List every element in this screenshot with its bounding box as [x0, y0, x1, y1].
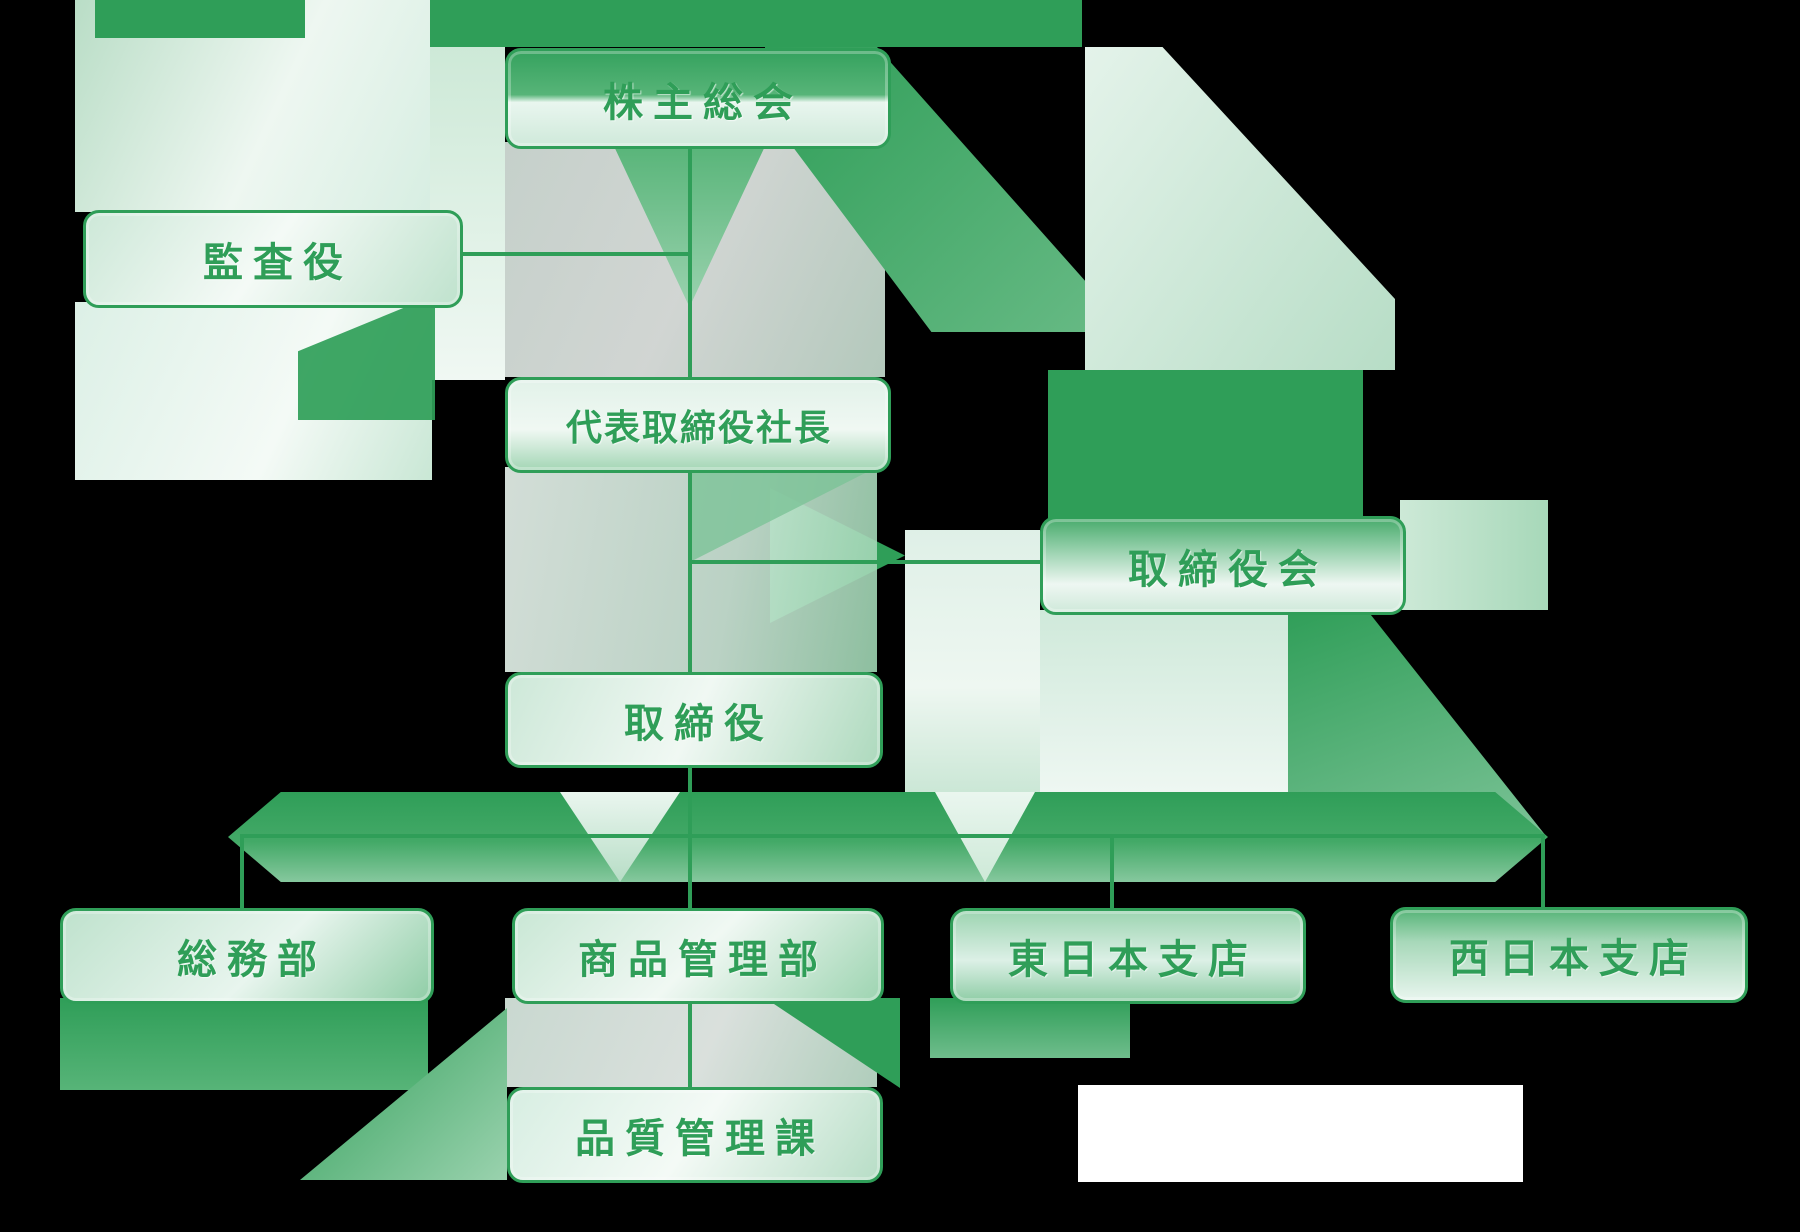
gradient-artifact: [430, 0, 1082, 47]
node-label-west-japan-branch: 西日本支店: [1449, 936, 1699, 982]
gradient-artifact: [905, 530, 1040, 792]
gradient-artifact: [1400, 500, 1548, 610]
gradient-artifact: [765, 998, 900, 1088]
gradient-artifact: [95, 0, 305, 38]
gradient-artifact: [298, 295, 435, 420]
node-label-product-management-department: 商品管理部: [578, 937, 828, 983]
node-representative-director-president: 代表取締役社長: [505, 377, 891, 473]
connector-trunk-to-auditor: [457, 252, 690, 256]
gradient-artifact: [1048, 370, 1363, 518]
connector-distribution-bar: [240, 834, 1545, 838]
node-board-of-directors: 取締役会: [1040, 516, 1406, 615]
node-west-japan-branch: 西日本支店: [1390, 907, 1748, 1003]
connector-directors-to-distribution: [688, 762, 692, 838]
connector-drop-general-affairs: [240, 838, 244, 908]
connector-president-to-directors: [688, 467, 692, 672]
connector-drop-east-branch: [1110, 838, 1114, 908]
node-quality-control-section: 品質管理課: [507, 1087, 883, 1183]
node-label-shareholders-meeting: 株主総会: [603, 79, 803, 126]
connector-trunk-to-board: [692, 560, 1040, 564]
gradient-artifact: [60, 998, 428, 1090]
connector-product-to-quality: [688, 998, 692, 1087]
node-auditor: 監査役: [83, 210, 463, 308]
node-product-management-department: 商品管理部: [512, 908, 884, 1004]
connector-drop-west-branch: [1541, 838, 1545, 907]
gradient-artifact: [1288, 608, 1546, 836]
gradient-artifact: [770, 488, 905, 623]
node-east-japan-branch: 東日本支店: [950, 908, 1306, 1004]
connector-drop-product-management: [688, 838, 692, 908]
node-label-quality-control-section: 品質管理課: [575, 1116, 825, 1162]
node-label-east-japan-branch: 東日本支店: [1008, 937, 1258, 983]
white-patch: [1078, 1085, 1523, 1182]
node-directors: 取締役: [505, 672, 883, 768]
gradient-artifact: [930, 998, 1130, 1058]
node-label-auditor: 監査役: [203, 240, 353, 286]
gradient-artifact: [75, 302, 432, 480]
node-label-board-of-directors: 取締役会: [1128, 546, 1328, 593]
node-label-representative-director-president: 代表取締役社長: [565, 408, 832, 449]
node-label-directors: 取締役: [624, 701, 774, 747]
node-general-affairs-department: 総務部: [60, 908, 434, 1004]
gradient-artifact: [690, 467, 877, 562]
gradient-artifact: [75, 0, 432, 212]
connector-shareholders-to-president: [688, 143, 692, 377]
node-label-general-affairs-department: 総務部: [177, 937, 327, 983]
gradient-artifact: [1040, 610, 1290, 792]
gradient-artifact: [300, 1008, 507, 1180]
gradient-artifact: [505, 142, 885, 377]
gradient-artifact: [1085, 47, 1395, 370]
node-shareholders-meeting: 株主総会: [505, 48, 891, 149]
